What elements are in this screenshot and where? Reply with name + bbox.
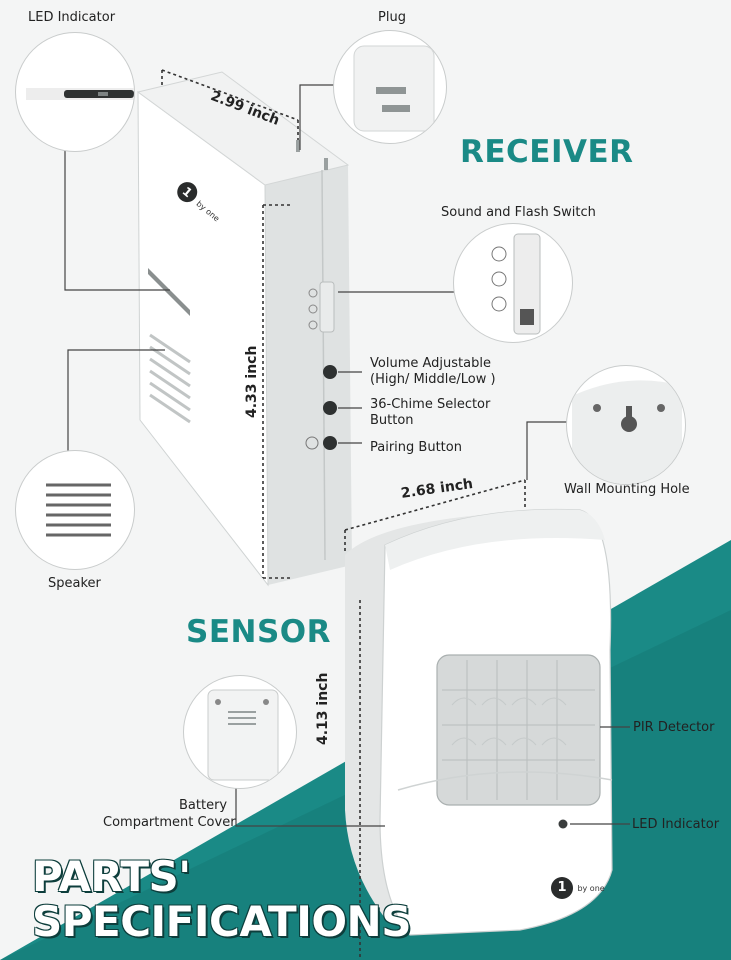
led-indicator-detail-circle: [15, 32, 135, 152]
sensor-device: [345, 508, 613, 936]
sound-flash-switch-label: Sound and Flash Switch: [441, 205, 596, 220]
sensor-logo: 1 by one: [551, 877, 621, 905]
wall-mounting-label: Wall Mounting Hole: [564, 482, 690, 497]
logo-numeral: 1: [551, 877, 573, 899]
title-line2: SPECIFICATIONS: [32, 897, 411, 946]
pairing-button-label: Pairing Button: [370, 440, 462, 455]
receiver-height-dimension: 4.33 inch: [244, 345, 260, 418]
plug-detail-circle: [333, 30, 447, 144]
pir-lens: [436, 654, 601, 806]
chime-selector-button: [323, 401, 337, 415]
battery-cover-detail-circle: [183, 675, 297, 789]
receiver-speaker-grille: [149, 333, 191, 424]
chime-label-line1: 36-Chime Selector: [370, 397, 491, 412]
volume-button: [323, 365, 337, 379]
led-indicator-top-label: LED Indicator: [28, 10, 116, 25]
receiver-dimension-lines: [161, 69, 299, 579]
sensor-height-dimension: 4.13 inch: [315, 672, 331, 745]
battery-label-line1: Battery: [179, 798, 228, 813]
wall-mounting-detail-circle: [566, 365, 686, 485]
sensor-dimension-lines: [344, 479, 526, 960]
title-line1: PARTS': [32, 852, 191, 901]
sensor-led: [558, 819, 568, 829]
speaker-label: Speaker: [48, 576, 101, 591]
volume-label-line2: (High/ Middle/Low ): [370, 372, 496, 387]
volume-label-line1: Volume Adjustable: [370, 356, 491, 371]
chime-label-line2: Button: [370, 413, 414, 428]
logo-text: by one: [577, 884, 605, 893]
pir-detector-label: PIR Detector: [633, 720, 715, 735]
sensor-heading: SENSOR: [186, 614, 331, 650]
receiver-heading: RECEIVER: [460, 134, 634, 170]
sound-flash-switch-detail-circle: [453, 223, 573, 343]
pairing-button: [323, 436, 337, 450]
plug-label: Plug: [378, 10, 406, 25]
battery-label-line2: Compartment Cover: [103, 815, 236, 830]
receiver-device: [136, 71, 352, 587]
speaker-detail-circle: [15, 450, 135, 570]
led-indicator-bottom-label: LED Indicator: [632, 817, 720, 832]
